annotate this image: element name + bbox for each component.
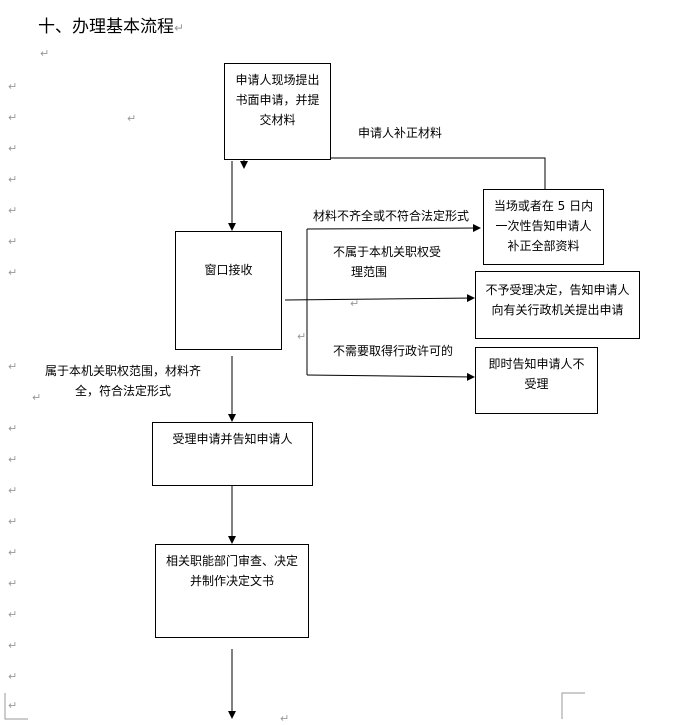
box-notify-line-3: 补正全部资料 <box>507 239 580 253</box>
paragraph-mark: ↵ <box>8 546 18 559</box>
label-not-scope-line-2: 理范围 <box>351 265 388 279</box>
paragraph-mark: ↵ <box>127 112 137 125</box>
label-supplement: 申请人补正材料 <box>358 126 443 140</box>
paragraph-mark: ↵ <box>8 173 18 186</box>
paragraph-mark: ↵ <box>350 297 360 310</box>
label-in-scope-line-1: 属于本机关职权范围，材料齐 <box>45 364 202 378</box>
arrow-incomplete <box>306 224 481 233</box>
paragraph-mark: ↵ <box>8 80 18 93</box>
paragraph-mark: ↵ <box>8 484 18 497</box>
box-window-label: 窗口接收 <box>204 263 253 277</box>
box-apply-line-1: 申请人现场提出 <box>235 73 320 87</box>
box-reject: 不予受理决定，告知申请人 向有关行政机关提出申请 <box>475 271 640 339</box>
paragraph-mark: ↵ <box>8 204 18 217</box>
label-no-license: 不需要取得行政许可的 <box>333 344 454 358</box>
paragraph-mark: ↵ <box>8 360 18 373</box>
paragraph-mark: ↵ <box>8 515 18 528</box>
box-window: 窗口接收 <box>175 231 282 350</box>
box-apply-line-2: 书面申请，并提 <box>235 93 320 107</box>
paragraph-mark: ↵ <box>8 111 18 124</box>
crop-mark-left <box>4 693 28 720</box>
label-incomplete: 材料不齐全或不符合法定形式 <box>313 209 470 223</box>
label-in-scope-line-2: 全，符合法定形式 <box>75 384 172 398</box>
paragraph-mark: ↵ <box>8 577 18 590</box>
box-apply-line-3: 交材料 <box>259 113 296 127</box>
paragraph-mark: ↵ <box>8 266 18 279</box>
paragraph-mark: ↵ <box>297 330 307 343</box>
crop-mark-right <box>561 692 585 719</box>
box-notify-line-1: 当场或者在 5 日内 <box>493 199 594 213</box>
arrow-window-to-reject <box>284 294 475 303</box>
paragraph-mark: ↵ <box>8 422 18 435</box>
box-review-line-1: 相关职能部门审查、决定 <box>165 554 298 568</box>
box-not-accept-line-2: 受理 <box>524 377 549 391</box>
paragraph-mark: ↵ <box>40 47 50 60</box>
paragraph-mark: ↵ <box>8 699 18 712</box>
box-apply: 申请人现场提出 书面申请，并提 交材料 <box>224 63 331 160</box>
paragraph-mark: ↵ <box>32 391 42 404</box>
paragraph-mark: ↵ <box>8 608 18 621</box>
box-notify-line-2: 一次性告知申请人 <box>495 219 592 233</box>
arrow-not-accept <box>306 372 475 381</box>
box-accept-label: 受理申请并告知申请人 <box>172 432 293 446</box>
paragraph-mark: ↵ <box>8 235 18 248</box>
box-accept: 受理申请并告知申请人 <box>152 422 313 486</box>
page-title: 十、办理基本流程↵ <box>38 17 185 37</box>
paragraph-mark: ↵ <box>8 142 18 155</box>
box-review-line-2: 并制作决定文书 <box>189 574 274 588</box>
box-not-accept-line-1: 即时告知申请人不 <box>488 357 585 371</box>
paragraph-mark: ↵ <box>8 453 18 466</box>
box-notify: 当场或者在 5 日内 一次性告知申请人 补正全部资料 <box>483 189 604 265</box>
box-reject-line-2: 向有关行政机关提出申请 <box>491 303 624 317</box>
label-not-scope-line-1: 不属于本机关职权受 <box>333 245 442 259</box>
paragraph-mark: ↵ <box>280 712 290 725</box>
arrow-supplement-loop <box>240 157 546 190</box>
box-review: 相关职能部门审查、决定 并制作决定文书 <box>155 544 309 638</box>
paragraph-mark: ↵ <box>8 670 18 683</box>
paragraph-mark: ↵ <box>8 639 18 652</box>
box-reject-line-1: 不予受理决定，告知申请人 <box>485 283 630 297</box>
box-not-accept: 即时告知申请人不 受理 <box>475 347 598 414</box>
